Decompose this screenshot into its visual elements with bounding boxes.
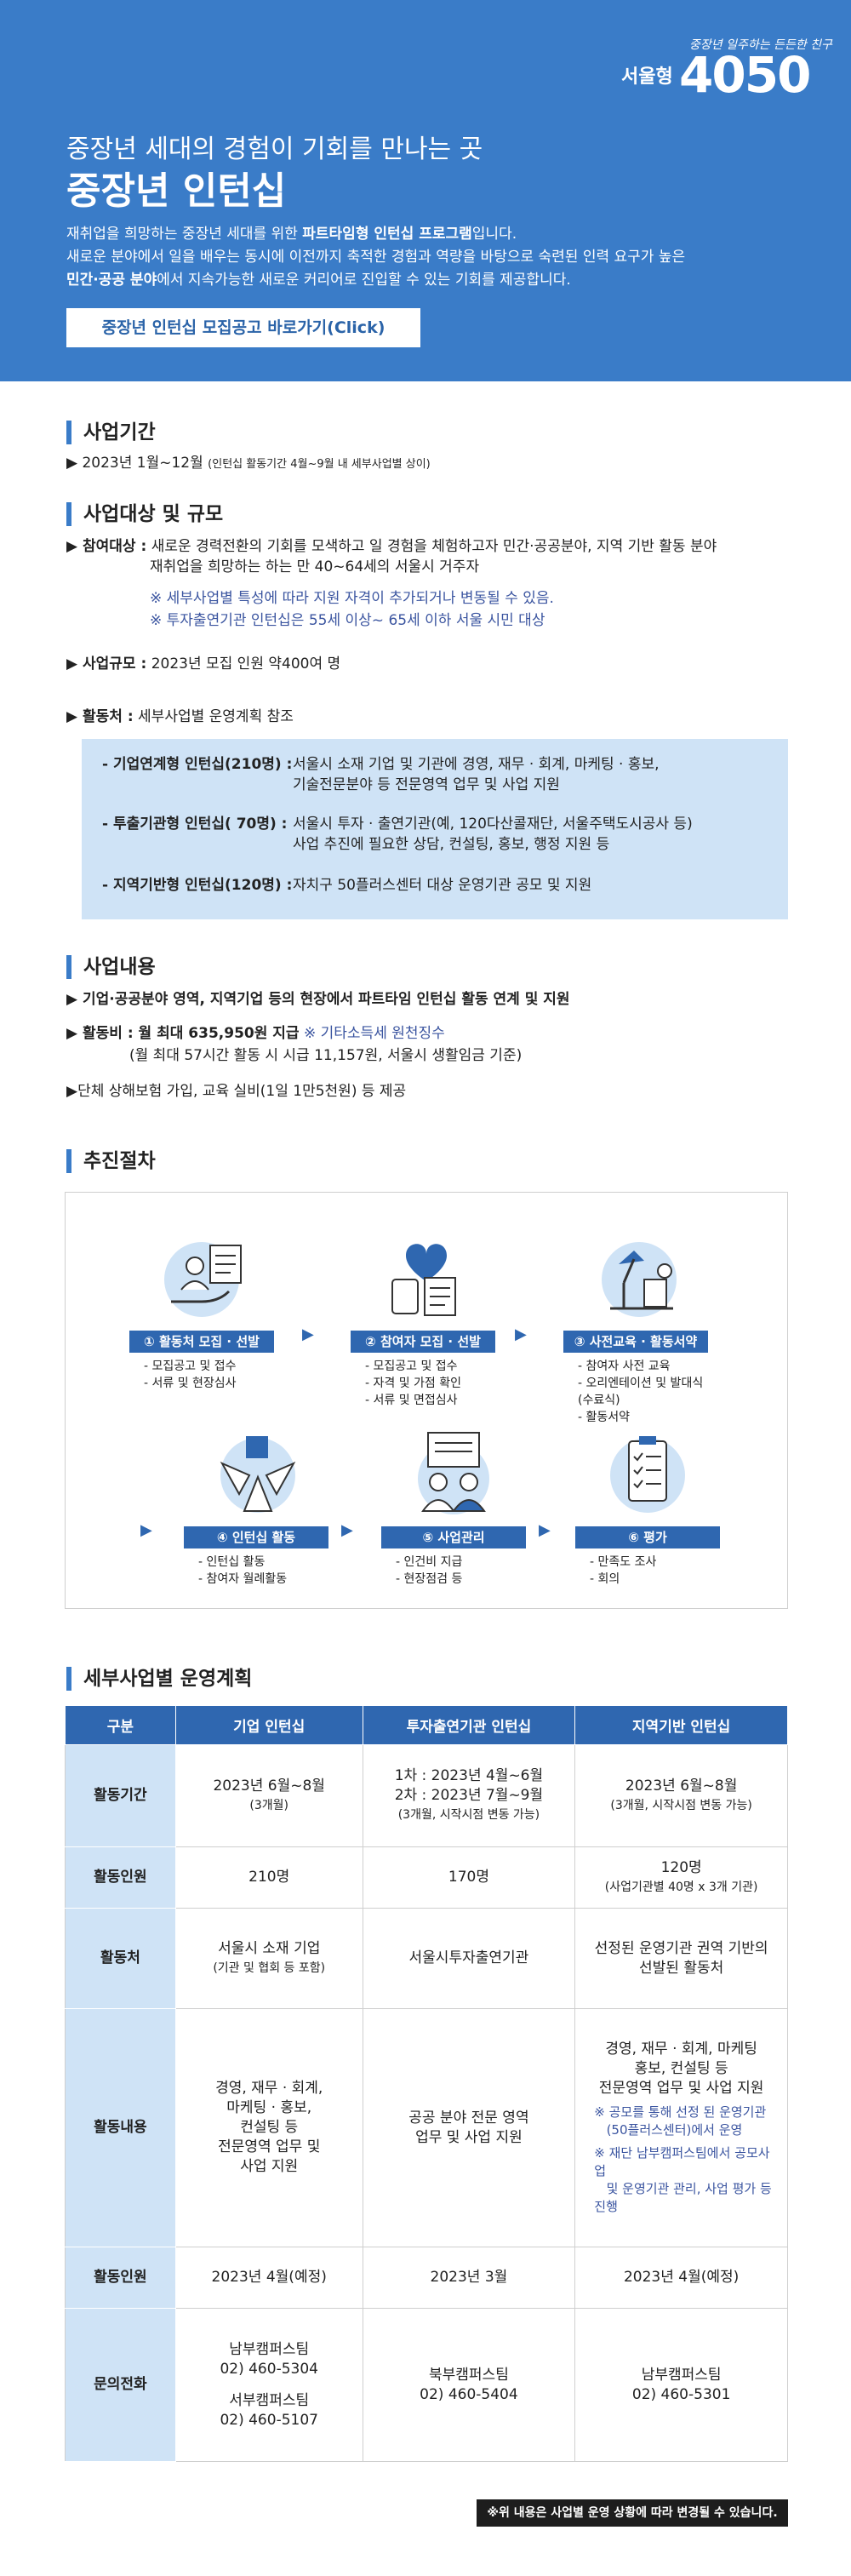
hero-banner: 중장년 일주하는 든든한 친구 서울형 4050 중장년 세대의 경험이 기회를…	[0, 0, 851, 381]
participants-note-2: ※ 투자출연기관 인턴십은 55세 이상~ 65세 이하 서울 시민 대상	[150, 612, 545, 629]
table-row: 활동인원 2023년 4월(예정) 2023년 3월 2023년 4월(예정)	[65, 2247, 788, 2309]
content-line-3: (월 최대 57시간 활동 시 시급 11,157원, 서울시 생활임금 기준)	[129, 1047, 523, 1064]
type-row: - 기업연계형 인턴십(210명) :서울시 소재 기업 및 기관에 경영, 재…	[102, 756, 660, 793]
operation-plan-table: 구분 기업 인턴십 투자출연기관 인턴십 지역기반 인턴십 활동기간 2023년…	[65, 1705, 788, 2462]
step-items: - 인턴십 활동- 참여자 월례활동	[198, 1555, 288, 1586]
step-label: ⑤ 사업관리	[381, 1526, 526, 1548]
step-items: - 모집공고 및 접수- 자격 및 가점 확인- 서류 및 면접심사	[365, 1360, 462, 1407]
section-heading-content: 사업내용	[66, 955, 156, 979]
step-items: - 만족도 조사- 회의	[590, 1555, 657, 1586]
arrow-icon: ▶	[515, 1325, 527, 1343]
step-items: - 참여자 사전 교육- 오리엔테이션 및 발대식(수료식)- 활동서약	[578, 1360, 704, 1424]
section-heading-period: 사업기간	[66, 421, 156, 444]
desk-lamp-icon	[585, 1230, 687, 1325]
column-header: 기업 인턴십	[174, 1705, 363, 1745]
step-items: - 모집공고 및 접수- 서류 및 현장심사	[144, 1360, 237, 1390]
place-row: ▶ 활동처 : 세부사업별 운영계획 참조	[66, 708, 294, 725]
hero-description: 재취업을 희망하는 중장년 세대를 위한 파트타임형 인턴십 프로그램입니다. …	[66, 226, 686, 289]
brand-city: 서울형	[621, 66, 673, 88]
step-label: ⑥ 평가	[575, 1526, 720, 1548]
internship-types-box: - 기업연계형 인턴십(210명) :서울시 소재 기업 및 기관에 경영, 재…	[82, 739, 788, 919]
arrow-icon: ▶	[302, 1325, 314, 1343]
hero-title: 중장년 인턴십	[66, 169, 287, 213]
step-label: ③ 사전교육 · 활동서약	[563, 1331, 708, 1353]
step-label: ④ 인턴십 활동	[184, 1526, 328, 1548]
process-step-5: ⑤ 사업관리 - 인건비 지급- 현장점검 등	[377, 1426, 530, 1588]
content-line-4: ▶단체 상해보험 가입, 교육 실비(1일 1만5천원) 등 제공	[66, 1083, 407, 1100]
step-label: ① 활동처 모집 · 선발	[129, 1331, 274, 1353]
step-label: ② 참여자 모집 · 선발	[351, 1331, 495, 1353]
process-box: ① 활동처 모집 · 선발 - 모집공고 및 접수- 서류 및 현장심사 ▶ ②…	[65, 1192, 788, 1609]
period-text: ▶ 2023년 1월~12월 (인턴십 활동기간 4월~9월 내 세부사업별 상…	[66, 455, 431, 472]
arrow-icon: ▶	[539, 1521, 551, 1539]
process-step-6: ⑥ 평가 - 만족도 조사- 회의	[571, 1426, 724, 1588]
content-line-2: ▶ 활동비 : 월 최대 635,950원 지급 ※ 기타소득세 원천징수	[66, 1025, 445, 1042]
scale-row: ▶ 사업규모 : 2023년 모집 인원 약400여 명	[66, 655, 341, 673]
hands-together-icon	[205, 1426, 307, 1521]
table-header-row: 구분 기업 인턴십 투자출연기관 인턴십 지역기반 인턴십	[65, 1705, 788, 1745]
brand-number: 4050	[679, 46, 811, 104]
participants-row-2: 재취업을 희망하는 하는 만 40~64세의 서울시 거주자	[150, 558, 480, 575]
arrow-icon: ▶	[140, 1521, 152, 1539]
checklist-icon	[597, 1426, 699, 1521]
footnote-badge: ※위 내용은 사업별 운영 상황에 따라 변경될 수 있습니다.	[477, 2499, 788, 2527]
recruit-hand-icon	[151, 1230, 253, 1325]
process-step-3: ③ 사전교육 · 활동서약 - 참여자 사전 교육- 오리엔테이션 및 발대식(…	[559, 1230, 712, 1426]
table-row: 활동인원 210명 170명 120명(사업기관별 40명 x 3개 기관)	[65, 1846, 788, 1909]
type-row: - 지역기반형 인턴십(120명) :자치구 50플러스센터 대상 운영기관 공…	[102, 877, 592, 894]
step-items: - 인건비 지급- 현장점검 등	[396, 1555, 463, 1586]
arrow-icon: ▶	[341, 1521, 353, 1539]
section-heading-target: 사업대상 및 규모	[66, 502, 223, 526]
participants-row: ▶ 참여대상 : 새로운 경력전환의 기회를 모색하고 일 경험을 체험하고자 …	[66, 538, 717, 555]
column-header: 구분	[65, 1705, 176, 1745]
content-line-1: ▶ 기업·공공분야 영역, 지역기업 등의 현장에서 파트타임 인턴십 활동 연…	[66, 991, 570, 1008]
process-step-2: ② 참여자 모집 · 선발 - 모집공고 및 접수- 자격 및 가점 확인- 서…	[346, 1230, 500, 1409]
section-heading-process: 추진절차	[66, 1149, 156, 1173]
section-heading-plan: 세부사업별 운영계획	[66, 1667, 252, 1691]
process-step-4: ④ 인턴십 활동 - 인턴십 활동- 참여자 월례활동	[180, 1426, 333, 1588]
type-row: - 투출기관형 인턴십( 70명) :서울시 투자 · 출연기관(예, 120다…	[102, 816, 693, 853]
hero-subtitle: 중장년 세대의 경험이 기회를 만나는 곳	[66, 135, 483, 164]
table-row: 활동처 서울시 소재 기업(기관 및 협회 등 포함) 서울시투자출연기관 선정…	[65, 1908, 788, 2009]
brand-tagline: 중장년 일주하는 든든한 친구	[689, 38, 832, 52]
process-step-1: ① 활동처 모집 · 선발 - 모집공고 및 접수- 서류 및 현장심사	[125, 1230, 278, 1392]
recruit-notice-link-button[interactable]: 중장년 인턴십 모집공고 바로가기(Click)	[66, 308, 420, 347]
column-header: 지역기반 인턴십	[574, 1705, 788, 1745]
column-header: 투자출연기관 인턴십	[362, 1705, 576, 1745]
brand-logo: 중장년 일주하는 든든한 친구 서울형 4050	[621, 36, 832, 104]
participants-note-1: ※ 세부사업별 특성에 따라 지원 자격이 추가되거나 변동될 수 있음.	[150, 590, 554, 607]
monitoring-people-icon	[403, 1426, 505, 1521]
heart-document-icon	[372, 1230, 474, 1325]
